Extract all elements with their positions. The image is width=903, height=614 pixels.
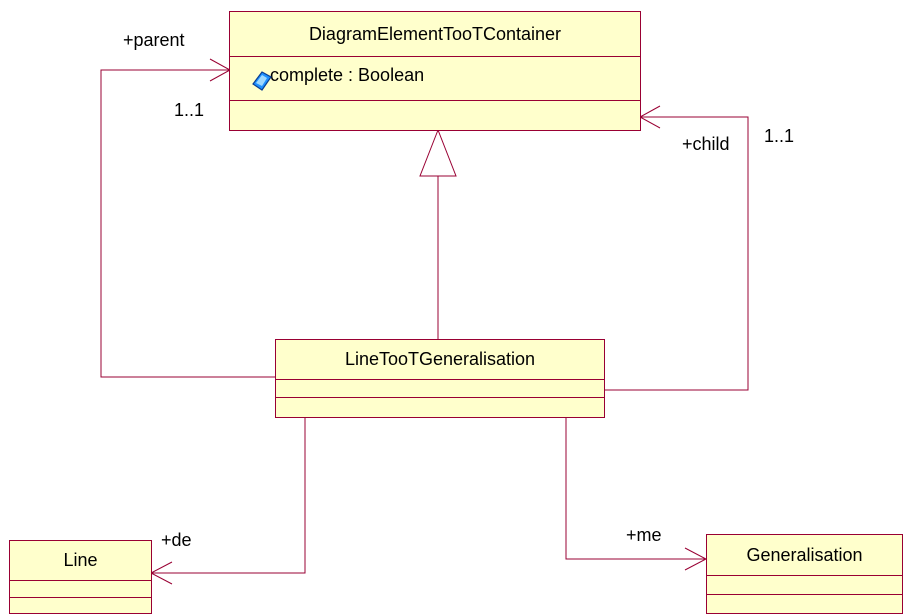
compartment-divider xyxy=(10,580,151,581)
class-name: Line xyxy=(63,550,98,570)
class-line[interactable]: Line xyxy=(9,540,152,614)
compartment-divider xyxy=(230,100,640,101)
me-association-line[interactable] xyxy=(565,417,706,560)
class-name-compartment: Line xyxy=(10,541,151,580)
class-line-toot-generalisation[interactable]: LineTooTGeneralisation xyxy=(275,339,605,418)
multiplicity-parent-label: 1..1 xyxy=(174,100,205,120)
class-name-compartment: DiagramElementTooTContainer xyxy=(230,12,640,56)
class-name-compartment: Generalisation xyxy=(707,535,902,575)
compartment-divider xyxy=(707,575,902,576)
parent-association-line[interactable] xyxy=(100,69,276,378)
class-generalisation[interactable]: Generalisation xyxy=(706,534,903,614)
compartment-divider xyxy=(276,379,604,380)
compartment-divider xyxy=(230,56,640,57)
class-diagram-element-toot-container[interactable]: DiagramElementTooTContainer complete : B… xyxy=(229,11,641,131)
class-name: DiagramElementTooTContainer xyxy=(308,23,562,44)
compartment-divider xyxy=(707,594,902,595)
attribute-complete[interactable]: complete : Boolean xyxy=(270,65,425,85)
class-name: LineTooTGeneralisation xyxy=(344,349,536,369)
generalization-triangle xyxy=(419,128,457,177)
class-name: Generalisation xyxy=(746,544,863,565)
attribute-icon xyxy=(252,71,272,91)
class-name-compartment: LineTooTGeneralisation xyxy=(276,340,604,379)
compartment-divider xyxy=(10,597,151,598)
multiplicity-child-label: 1..1 xyxy=(764,126,795,146)
role-child-label: +child xyxy=(682,134,730,154)
role-me-label: +me xyxy=(626,525,662,545)
role-parent-label: +parent xyxy=(123,30,185,50)
role-de-label: +de xyxy=(161,530,192,550)
compartment-divider xyxy=(276,397,604,398)
de-association-line[interactable] xyxy=(151,417,306,574)
child-association-line[interactable] xyxy=(604,116,749,391)
